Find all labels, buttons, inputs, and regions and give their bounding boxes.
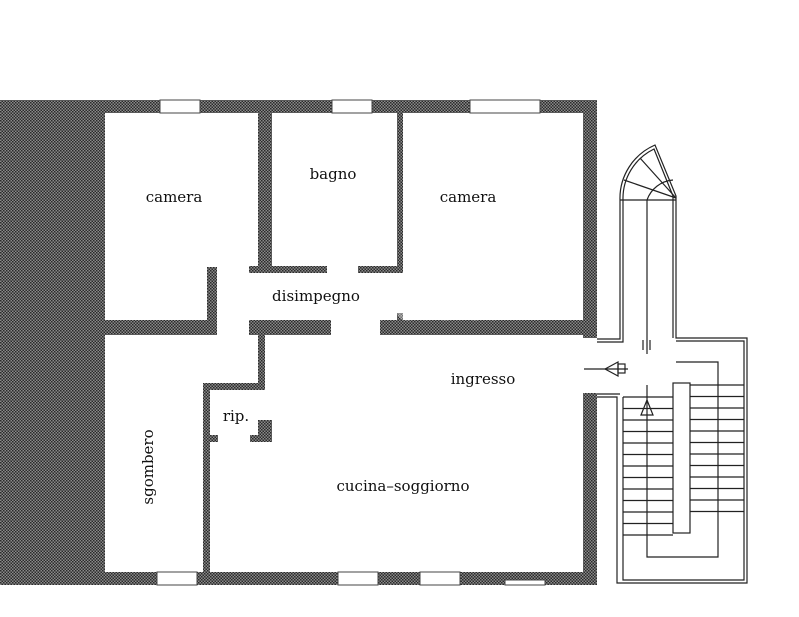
staircase	[584, 144, 748, 584]
room-label-camera-left: camera	[146, 188, 203, 206]
room-label-ingresso: ingresso	[451, 370, 516, 388]
windows	[156, 99, 546, 586]
room-label-disimpegno: disimpegno	[272, 287, 360, 305]
watermark: trovacasa	[220, 262, 498, 334]
room-label-sgombero: sgombero	[139, 429, 157, 504]
room-label-camera-right: camera	[440, 188, 497, 206]
room-label-bagno: bagno	[310, 165, 357, 183]
room-label-ripostiglio: rip.	[223, 407, 249, 425]
room-label-cucina-soggiorno: cucina–soggiorno	[337, 477, 470, 495]
walls	[0, 100, 597, 585]
